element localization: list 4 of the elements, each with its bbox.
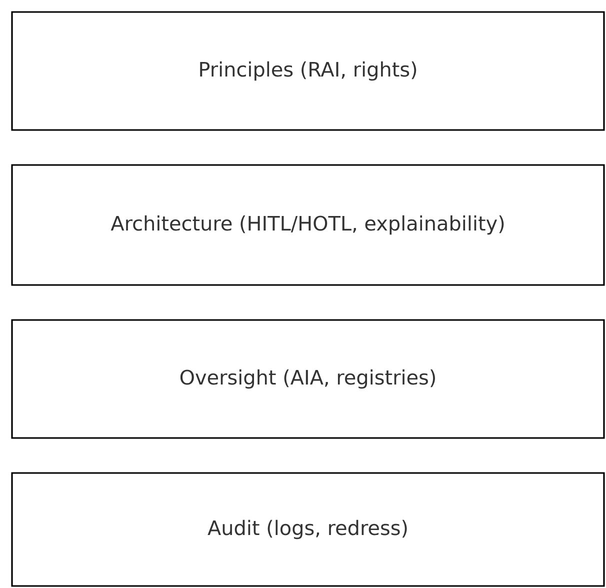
layer-box: Principles (RAI, rights) [11,11,605,131]
layer-box: Oversight (AIA, registries) [11,319,605,439]
layer-box: Audit (logs, redress) [11,472,605,587]
layer-box: Architecture (HITL/HOTL, explainability) [11,164,605,286]
